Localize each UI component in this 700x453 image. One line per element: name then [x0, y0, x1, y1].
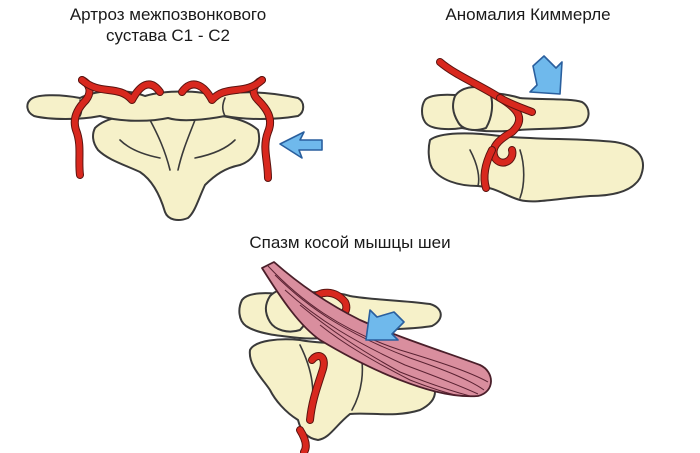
- caption-spasm: Спазм косой мышцы шеи: [249, 233, 451, 252]
- vertebral-artery-kimmerle: [437, 59, 523, 166]
- arrow-icon: [365, 309, 405, 341]
- illustration-kimmerle: [421, 55, 644, 203]
- caption-arthrosis-line2: сустава С1 - С2: [106, 26, 230, 45]
- vertebral-artery-left: [71, 77, 93, 178]
- caption-arthrosis-line1: Артроз межпозвонкового: [69, 5, 267, 24]
- c2-vertebra: [92, 111, 260, 221]
- vertebral-artery-spasm: [307, 353, 327, 423]
- illustration-arthrosis: [26, 76, 323, 221]
- caption-arthrosis: Артроз межпозвонкового сустава С1 - С2: [38, 4, 298, 46]
- arrow-icon: [529, 55, 563, 95]
- caption-kimmerle: Аномалия Киммерле: [445, 5, 611, 24]
- arrow-icon: [279, 131, 323, 159]
- c2-vertebra-side: [427, 132, 644, 203]
- illustration-spasm: [238, 261, 492, 453]
